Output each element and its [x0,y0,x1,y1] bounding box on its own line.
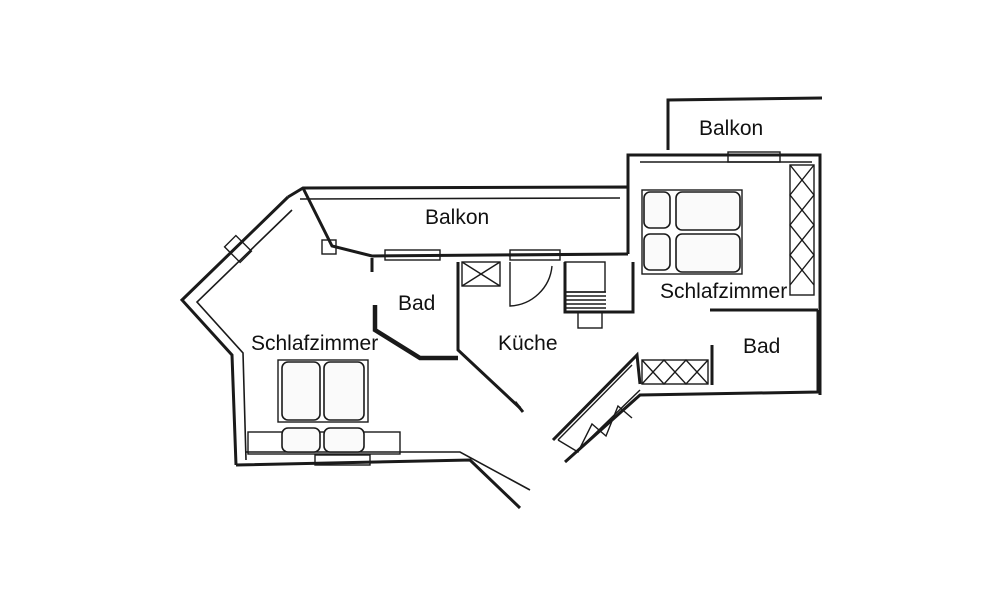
label-bad-right: Bad [743,335,780,358]
room-labels: Balkon Balkon Bad Schlafzimmer Küche Sch… [251,117,787,358]
stair-ramp [557,358,709,457]
label-schlafzimmer-right: Schlafzimmer [660,280,787,303]
kitchen-fixtures [461,261,606,329]
label-schlafzimmer-left: Schlafzimmer [251,332,378,355]
outer-walls [179,96,823,510]
label-bad-left: Bad [398,292,435,315]
right-bedroom-furniture [641,164,815,296]
label-balkon-top: Balkon [699,117,763,140]
label-balkon-main: Balkon [425,206,489,229]
label-kueche: Küche [498,332,558,355]
left-bedroom-furniture [247,359,401,466]
